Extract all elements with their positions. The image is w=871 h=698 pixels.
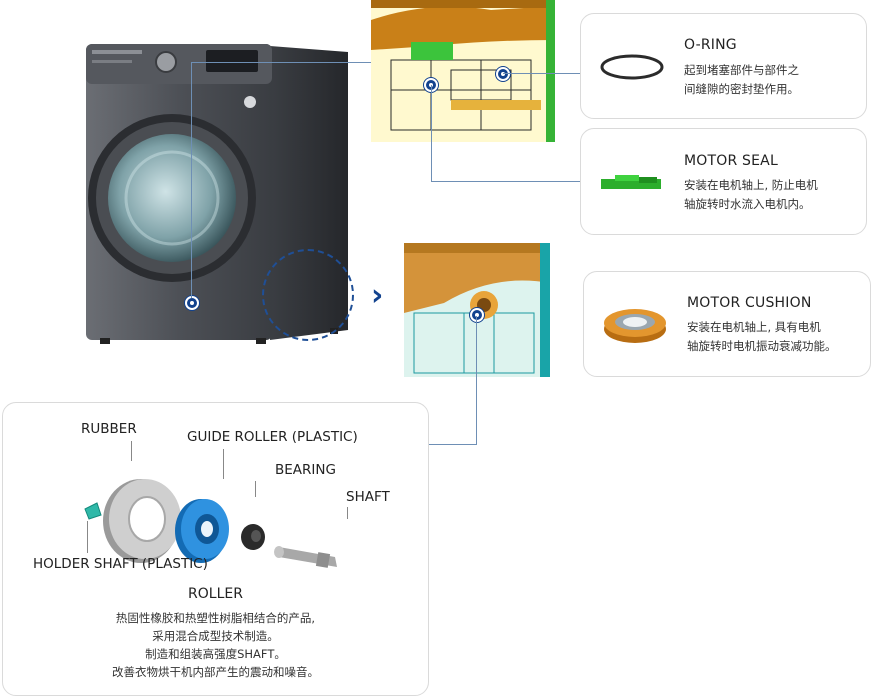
label-rubber: RUBBER (81, 421, 137, 437)
connector-line (191, 62, 192, 298)
leader-line (223, 449, 224, 479)
leader-line (131, 441, 132, 461)
connector-line (476, 316, 477, 444)
card-desc: 安装在电机轴上, 具有电机轴旋转时电机振动衰减功能。 (687, 320, 837, 353)
card-motor-seal: MOTOR SEAL 安装在电机轴上, 防止电机轴旋转时水流入电机内。 (580, 128, 867, 235)
card-desc: 安装在电机轴上, 防止电机轴旋转时水流入电机内。 (684, 178, 818, 211)
dryer-machine-illustration (86, 44, 348, 344)
card-desc: 起到堵塞部件与部件之间缝隙的密封垫作用。 (684, 63, 799, 96)
connector-line (431, 85, 432, 181)
connector-line (503, 73, 581, 74)
label-holder-shaft: HOLDER SHAFT (PLASTIC) (33, 556, 208, 572)
marker-dot (496, 67, 510, 81)
connector-line (191, 62, 371, 63)
roller-exploded-illustration (84, 479, 337, 568)
roller-desc: 热固性橡胶和热塑性树脂相结合的产品, 采用混合成型技术制造。 制造和组装高强度S… (112, 611, 319, 679)
marker-dot (185, 296, 199, 310)
card-motor-cushion: MOTOR CUSHION 安装在电机轴上, 具有电机轴旋转时电机振动衰减功能。 (583, 271, 871, 377)
motor-seal-icon (601, 175, 661, 189)
chevron-right-icon: › (371, 278, 384, 313)
card-title: O-RING (684, 37, 737, 53)
leader-line (347, 507, 348, 519)
card-title: MOTOR SEAL (684, 153, 778, 169)
highlight-circle (262, 249, 354, 341)
label-bearing: BEARING (275, 462, 336, 478)
label-guide-roller: GUIDE ROLLER (PLASTIC) (187, 429, 358, 445)
leader-line (255, 481, 256, 497)
connector-line (428, 444, 477, 445)
roller-title: ROLLER (188, 586, 243, 602)
roller-panel: RUBBER GUIDE ROLLER (PLASTIC) BEARING SH… (2, 402, 429, 696)
cad-motor-top-image (371, 0, 555, 142)
card-o-ring: O-RING 起到堵塞部件与部件之间缝隙的密封垫作用。 (580, 13, 867, 119)
marker-dot (470, 308, 484, 322)
o-ring-icon (600, 54, 664, 80)
motor-cushion-icon (604, 309, 666, 343)
label-shaft: SHAFT (346, 489, 390, 505)
card-title: MOTOR CUSHION (687, 295, 812, 311)
connector-line (431, 181, 581, 182)
leader-line (87, 521, 88, 553)
